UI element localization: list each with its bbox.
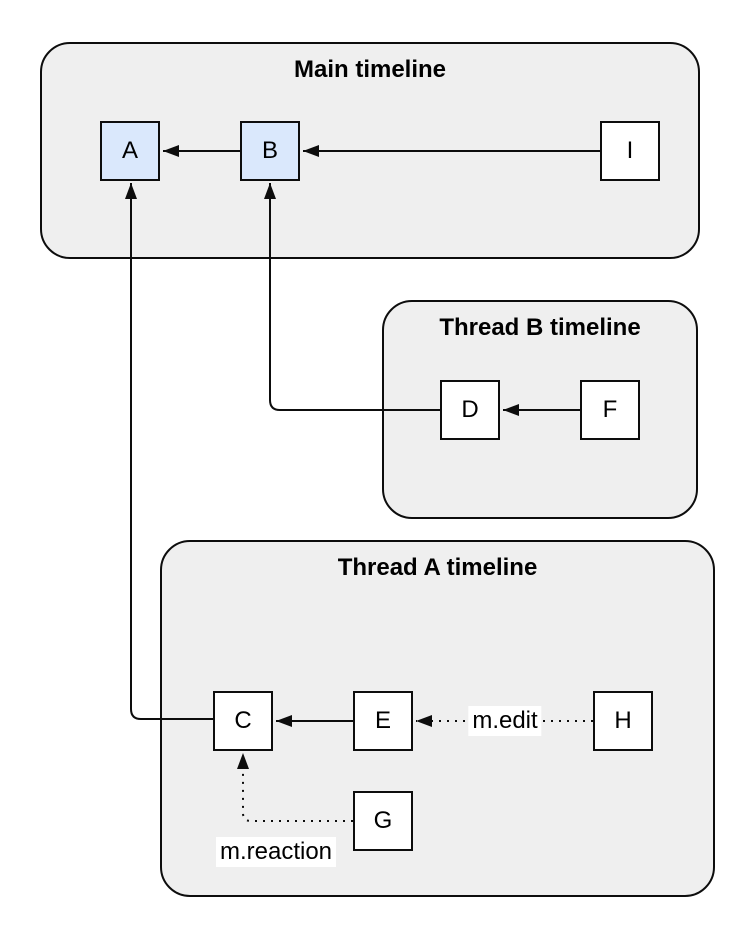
node-G: G [353, 791, 413, 851]
edge-label-m-edit: m.edit [468, 706, 542, 736]
node-E: E [353, 691, 413, 751]
container-title-main-timeline: Main timeline [293, 56, 447, 83]
node-I: I [600, 121, 660, 181]
container-thread-b-timeline: Thread B timeline [382, 300, 698, 519]
node-H: H [593, 691, 653, 751]
container-title-thread-b-timeline: Thread B timeline [439, 314, 641, 341]
node-C: C [213, 691, 273, 751]
node-B: B [240, 121, 300, 181]
node-D: D [440, 380, 500, 440]
edge-label-m-reaction: m.reaction [215, 837, 337, 867]
node-F: F [580, 380, 640, 440]
node-A: A [100, 121, 160, 181]
container-title-thread-a-timeline: Thread A timeline [337, 554, 538, 581]
